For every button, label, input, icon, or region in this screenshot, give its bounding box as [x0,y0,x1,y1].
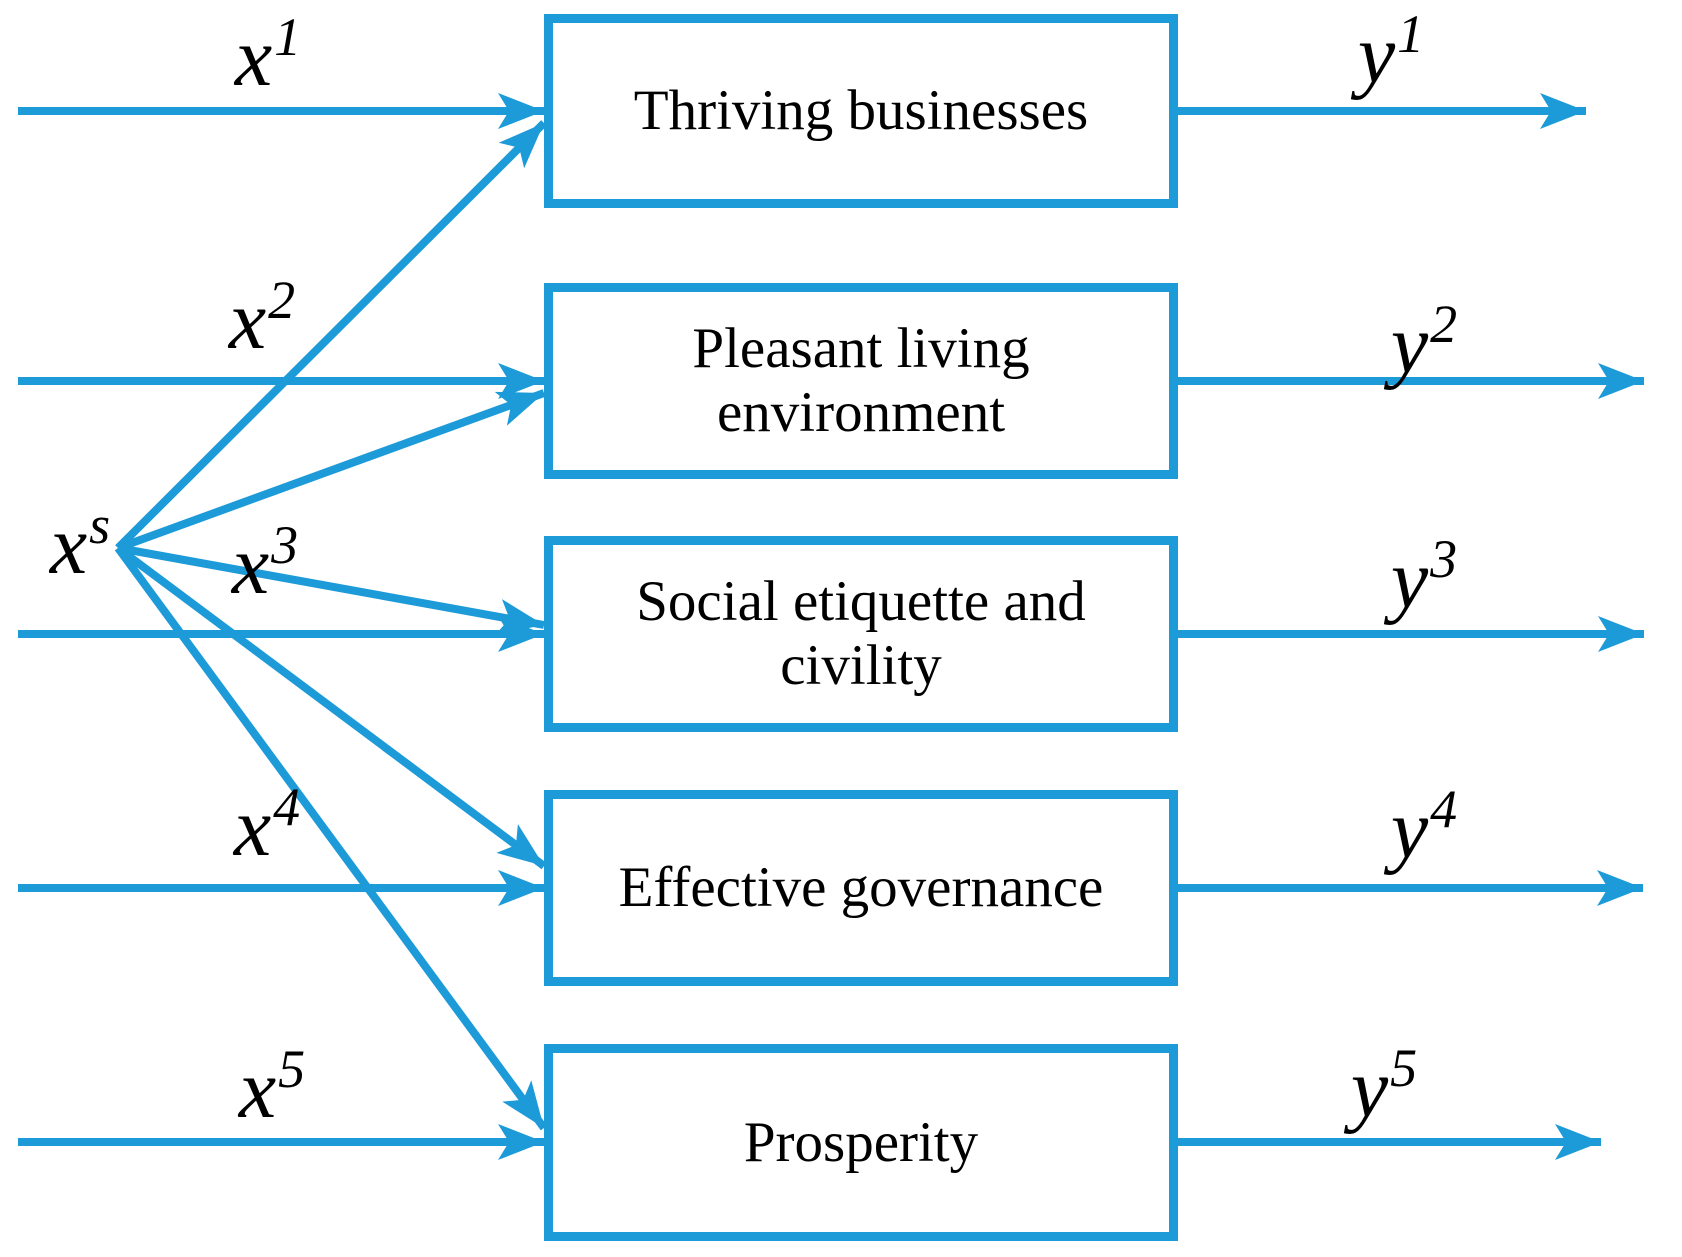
shared-input-label-xs: xs [49,498,110,592]
output-label-y3-base: y [1390,533,1429,626]
shared-input-arrow-4 [115,544,547,870]
input-label-x2-sup: 2 [268,270,296,330]
shared-input-label-xs-sup: s [89,495,111,555]
shared-input-arrow-5 [114,545,548,1131]
box-effective-governance: Effective governance [544,790,1178,986]
output-label-y2: y2 [1390,297,1457,391]
box-pleasant-living-environment: Pleasant living environment [544,283,1178,479]
box-label-effective-governance: Effective governance [618,856,1104,919]
input-label-x5: x5 [238,1042,305,1136]
input-label-x3: x3 [231,518,298,612]
shared-input-arrow-2 [116,389,546,552]
box-social-etiquette-and-civility: Social etiquette and civility [544,536,1178,732]
input-label-x4-sup: 4 [273,777,301,837]
input-label-x4: x4 [233,780,300,874]
input-label-x3-sup: 3 [271,515,299,575]
box-label-thriving-businesses: Thriving businesses [633,79,1089,142]
input-label-x2: x2 [228,273,295,367]
input-label-x1: x1 [234,10,301,104]
box-label-pleasant-living-environment: Pleasant living environment [692,317,1030,444]
box-thriving-businesses: Thriving businesses [544,14,1178,208]
input-label-x5-base: x [238,1043,277,1136]
input-label-x1-base: x [234,11,273,104]
shared-input-arrow-3 [117,544,545,635]
output-label-y4-sup: 4 [1430,779,1458,839]
output-label-y1-sup: 1 [1397,4,1425,64]
output-label-y5: y5 [1350,1041,1417,1135]
output-label-y3: y3 [1390,532,1457,626]
box-label-social-etiquette-and-civility: Social etiquette and civility [636,570,1086,697]
shared-input-label-xs-base: x [49,499,88,592]
output-label-y4-base: y [1390,783,1429,876]
input-label-x4-base: x [233,781,272,874]
output-label-y5-sup: 5 [1390,1038,1418,1098]
output-label-y2-sup: 2 [1430,294,1458,354]
output-label-y2-base: y [1390,298,1429,391]
output-label-y3-sup: 3 [1430,529,1458,589]
box-prosperity: Prosperity [544,1044,1178,1241]
input-label-x1-sup: 1 [274,7,302,67]
input-label-x3-base: x [231,519,270,612]
shared-input-arrow-1 [115,120,547,551]
output-label-y1-base: y [1357,8,1396,101]
input-label-x2-base: x [228,274,267,367]
output-label-y1: y1 [1357,7,1424,101]
output-label-y5-base: y [1350,1042,1389,1135]
output-label-y4: y4 [1390,782,1457,876]
box-label-prosperity: Prosperity [743,1110,979,1174]
input-label-x5-sup: 5 [278,1039,306,1099]
